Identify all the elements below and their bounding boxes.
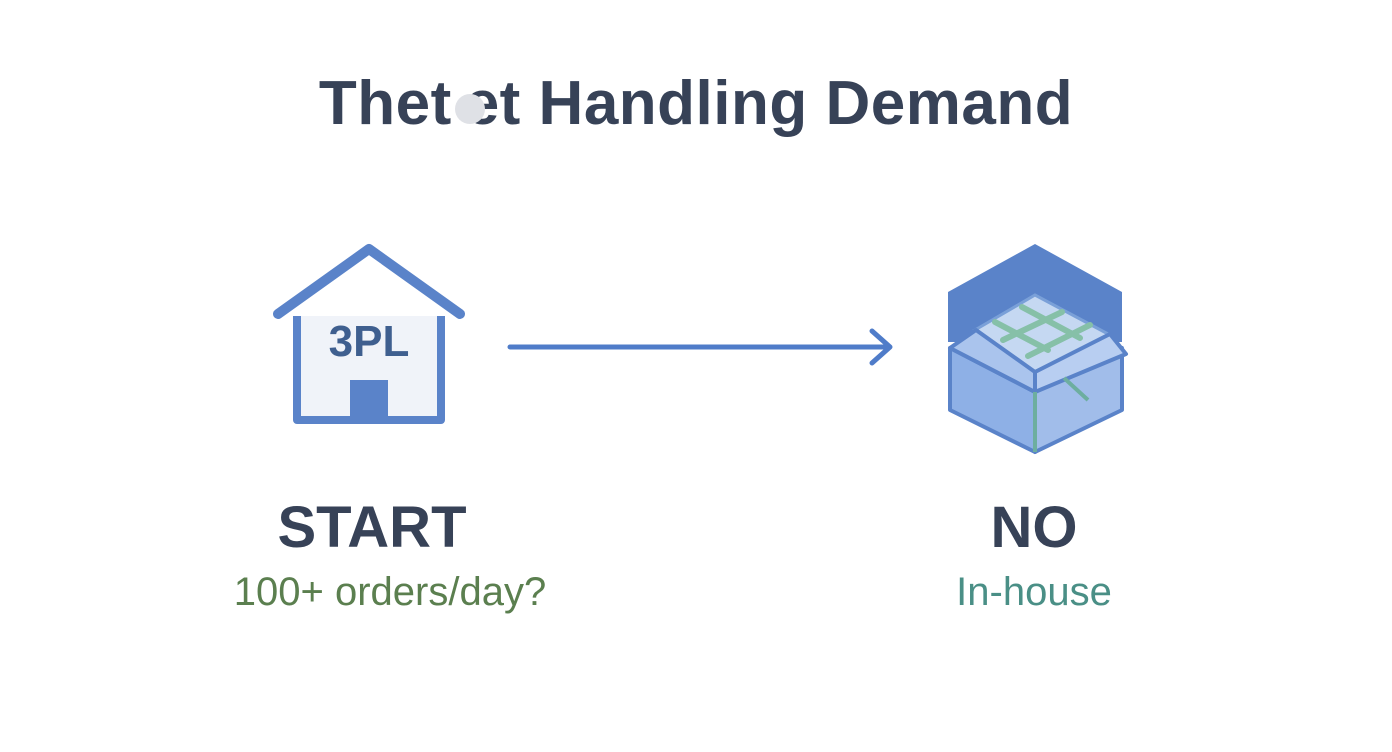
start-node-label: START <box>277 495 467 560</box>
right-arrow-icon <box>507 328 893 366</box>
no-node-outcome: In-house <box>956 570 1112 614</box>
house-icon-text: 3PL <box>328 317 410 366</box>
no-node-label: NO <box>990 495 1078 560</box>
diagram-title: Thet et Handling Demand <box>318 69 1074 138</box>
warehouse-house-icon <box>273 244 465 424</box>
title-dot-artifact <box>455 94 485 124</box>
open-box-icon <box>948 244 1128 454</box>
start-node-question: 100+ orders/day? <box>233 570 547 614</box>
